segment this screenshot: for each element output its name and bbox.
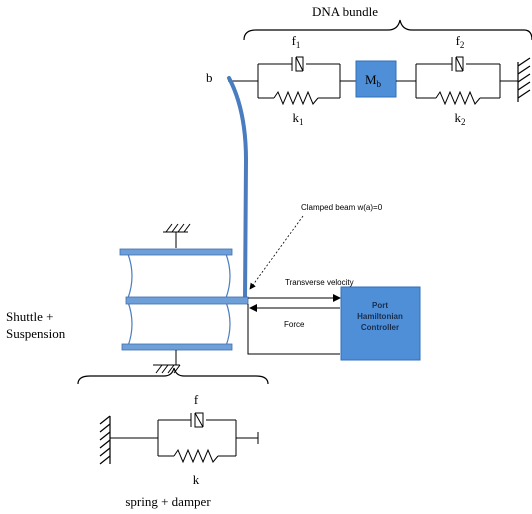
mass-label: Mb bbox=[365, 72, 382, 89]
mass-block bbox=[355, 60, 397, 98]
ground-top-shuttle bbox=[163, 223, 191, 248]
feedback-line bbox=[247, 304, 340, 355]
transverse-velocity-label: Transverse velocity bbox=[285, 278, 354, 287]
bottom-plate bbox=[121, 343, 233, 351]
suspension-flexures bbox=[127, 253, 231, 347]
ground-wall-right bbox=[517, 57, 531, 102]
beam-tip-label: b bbox=[206, 70, 213, 85]
ground-wall-left bbox=[99, 415, 111, 465]
shuttle-plate bbox=[125, 296, 249, 305]
dna-bundle-label: DNA bundle bbox=[312, 4, 378, 19]
spring-damper-left bbox=[228, 56, 356, 106]
clamped-beam-pointer bbox=[249, 215, 304, 290]
ground-bottom-shuttle bbox=[153, 350, 181, 374]
f1-label: f1 bbox=[292, 33, 301, 50]
port-hamiltonian-controller bbox=[340, 286, 421, 361]
spring-damper-bottom bbox=[110, 412, 259, 464]
clamped-beam bbox=[227, 76, 249, 302]
f2-label: f2 bbox=[456, 33, 465, 50]
spring-damper-right bbox=[396, 56, 518, 106]
k1-label: k1 bbox=[293, 110, 304, 127]
shuttle-brace bbox=[77, 367, 269, 385]
k2-label: k2 bbox=[455, 110, 466, 127]
top-plate bbox=[119, 248, 233, 256]
force-label: Force bbox=[284, 320, 305, 329]
clamped-beam-label: Clamped beam w(a)=0 bbox=[301, 203, 383, 212]
k-label: k bbox=[193, 472, 200, 487]
shuttle-label: Shuttle +Suspension bbox=[6, 309, 66, 341]
f-label: f bbox=[194, 392, 199, 407]
spring-damper-label: spring + damper bbox=[125, 494, 211, 509]
dna-bundle-brace bbox=[243, 19, 532, 41]
